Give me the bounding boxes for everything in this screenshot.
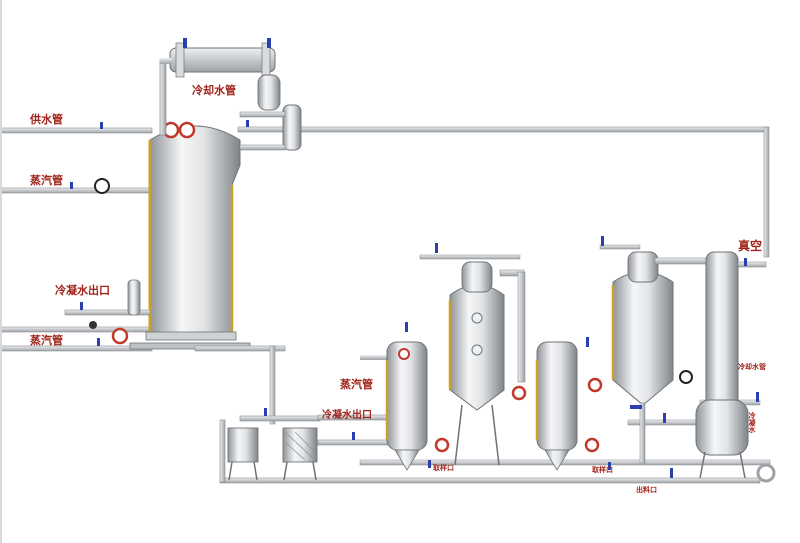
- pressure-gauge-icon: [584, 437, 600, 453]
- valve-icon: [97, 338, 100, 346]
- steam-trap-icon: [89, 321, 97, 329]
- separator-1: [434, 261, 527, 466]
- valve-icon: [405, 322, 408, 332]
- pressure-gauge-icon: [178, 121, 196, 139]
- label-condensate-outlet-left: 冷凝水出口: [55, 283, 110, 297]
- valve-icon: [80, 302, 83, 310]
- valve-icon: [608, 462, 611, 470]
- pressure-gauge-icon: [511, 385, 527, 401]
- pressure-gauge-icon: [111, 327, 129, 345]
- valve-icon: [428, 460, 431, 468]
- receiving-tank-right: [282, 427, 318, 481]
- label-cooling-water-pipe-right: 冷却水管: [738, 362, 766, 371]
- vacuum-condenser: [695, 251, 767, 479]
- left-header-vertical: [0, 0, 2, 543]
- main-evaporator: [129, 59, 251, 350]
- label-condensate-outlet-mid: 冷凝水出口: [322, 408, 372, 421]
- condensate-outlet-left-pipe: [64, 279, 151, 345]
- heater-2: [535, 341, 603, 471]
- valve-markers: [70, 120, 759, 478]
- pressure-gauge-icon: [587, 377, 603, 393]
- separator-2: [611, 251, 711, 464]
- top-condenser: [160, 38, 302, 151]
- supply-water-pipe: [0, 126, 770, 258]
- valve-icon: [264, 408, 267, 416]
- valve-icon: [630, 405, 642, 409]
- label-vacuum: 真空: [738, 238, 762, 253]
- receiving-tank-left: [227, 427, 259, 481]
- valve-icon: [100, 122, 103, 129]
- valve-icon: [586, 337, 589, 347]
- label-sampling-port-2: 取样口: [592, 465, 613, 474]
- valve-icon: [70, 182, 73, 189]
- label-cooling-water-pipe-top: 冷却水管: [192, 83, 236, 97]
- valve-icon: [267, 38, 271, 48]
- label-supply-water-pipe: 供水管: [29, 112, 63, 126]
- valve-icon: [183, 38, 187, 48]
- steam-pipe-bottom: [0, 326, 153, 352]
- valve-icon: [756, 392, 759, 402]
- heater-1: [385, 341, 428, 471]
- label-steam-pipe-top: 蒸汽管: [30, 173, 63, 187]
- valve-icon: [744, 258, 747, 266]
- valve-icon: [670, 468, 673, 478]
- pressure-gauge-icon: [398, 348, 410, 360]
- pressure-gauge-icon: [434, 437, 450, 453]
- valve-icon: [601, 236, 604, 246]
- valve-icon: [435, 243, 438, 253]
- valve-icon: [352, 432, 355, 440]
- steam-pipe-top: [0, 187, 153, 194]
- label-sampling-port-1: 取样口: [433, 463, 454, 472]
- valve-icon: [246, 120, 249, 127]
- valve-icon: [663, 413, 666, 423]
- label-discharge-port: 出料口: [636, 485, 657, 494]
- sight-glass-icon: [679, 370, 693, 384]
- label-steam-pipe-mid: 蒸汽管: [340, 377, 373, 391]
- label-cooling-water-vertical: 冷凝水: [748, 411, 757, 434]
- steam-gauge-icon: [94, 178, 110, 194]
- label-steam-pipe-bottom: 蒸汽管: [30, 333, 63, 347]
